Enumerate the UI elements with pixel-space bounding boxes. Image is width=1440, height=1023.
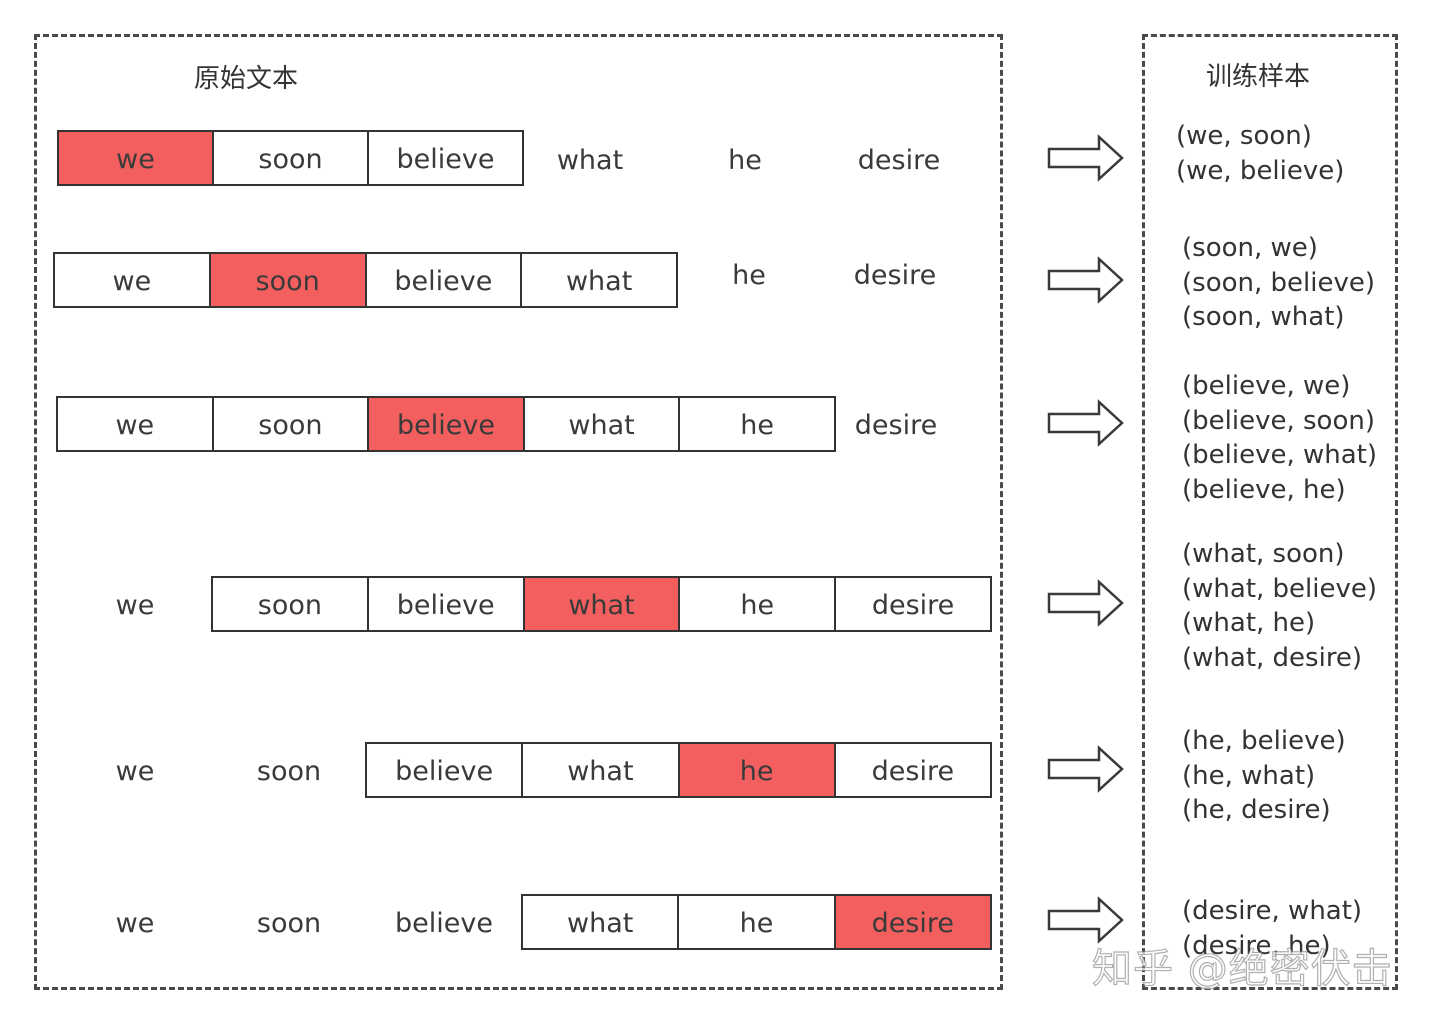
context-word: he [678, 578, 834, 630]
sample-group-row-1: (we, soon) (we, believe) [1176, 119, 1344, 188]
center-word: we [59, 132, 212, 184]
word: soon [256, 756, 322, 787]
context-window-row-3: we soon believe what he [56, 396, 836, 452]
sample-group-row-6: (desire, what) (desire, he) [1182, 894, 1362, 963]
context-word: he [677, 896, 833, 948]
context-word: we [112, 266, 152, 297]
word: he [728, 145, 762, 176]
context-word: what [522, 398, 679, 450]
context-window-row-6: what he desire [521, 894, 992, 950]
context-word: what [521, 744, 677, 796]
context-word: desire [833, 744, 990, 796]
context-word: soon [212, 132, 367, 184]
original-text-panel [34, 34, 1003, 990]
sample-pair: (soon, believe) [1182, 267, 1375, 298]
sample-group-row-2: (soon, we) (soon, believe) (soon, what) [1182, 231, 1375, 335]
context-word: soon [211, 398, 368, 450]
context-word: what [520, 254, 676, 306]
sample-pair: (he, desire) [1182, 795, 1331, 825]
hollow-right-arrow-icon [1047, 745, 1124, 793]
watermark: 知乎 @绝密伏击 [1091, 945, 1393, 992]
sample-pair: (desire, what) [1182, 896, 1363, 926]
word: desire [853, 260, 937, 291]
original-text-title: 原始文本 [194, 64, 299, 94]
hollow-right-arrow-icon [1047, 134, 1124, 182]
sample-pair: (he, believe) [1182, 726, 1346, 756]
sample-pair: (desire, he) [1182, 930, 1331, 961]
sample-pair: (what, believe) [1182, 573, 1378, 604]
word: desire [857, 145, 941, 176]
sample-pair: (believe, we) [1182, 371, 1351, 401]
sample-pair: (believe, soon) [1182, 405, 1375, 436]
context-word: we [115, 410, 155, 441]
center-word: believe [367, 398, 523, 450]
word: desire [854, 410, 938, 441]
word: believe [395, 908, 493, 939]
word: what [556, 145, 624, 176]
sample-pair: (soon, we) [1182, 233, 1318, 263]
sample-pair: (we, soon) [1176, 121, 1312, 151]
center-word: desire [833, 896, 990, 948]
word: soon [256, 908, 322, 939]
word: we [115, 756, 155, 787]
sample-pair: (soon, what) [1182, 302, 1345, 332]
training-samples-panel [1142, 34, 1398, 990]
word: he [732, 260, 766, 291]
sample-pair: (believe, he) [1182, 474, 1346, 505]
sample-pair: (believe, what) [1182, 440, 1378, 470]
center-word: he [677, 744, 834, 796]
context-word: he [678, 398, 834, 450]
context-word: believe [364, 254, 521, 306]
sample-pair: (what, he) [1182, 608, 1316, 638]
context-word: soon [257, 590, 322, 621]
training-samples-title: 训练样本 [1206, 62, 1311, 92]
context-window-row-2: we soon believe what [53, 252, 678, 308]
context-window-row-1: we soon believe [57, 130, 524, 186]
word: we [115, 590, 155, 621]
sample-group-row-5: (he, believe) (he, what) (he, desire) [1182, 724, 1346, 828]
center-word: soon [208, 254, 365, 306]
sample-pair: (we, believe) [1176, 155, 1345, 186]
context-window-row-5: believe what he desire [365, 742, 992, 798]
context-word: what [567, 908, 634, 939]
context-word: believe [367, 132, 522, 184]
hollow-right-arrow-icon [1047, 579, 1124, 627]
sample-pair: (what, desire) [1182, 642, 1363, 673]
sample-group-row-3: (believe, we) (believe, soon) (believe, … [1182, 369, 1377, 507]
hollow-right-arrow-icon [1047, 399, 1124, 447]
context-word: believe [366, 578, 523, 630]
word: we [115, 908, 155, 939]
context-window-row-4: soon believe what he desire [211, 576, 992, 632]
sample-pair: (what, soon) [1182, 539, 1345, 569]
sample-group-row-4: (what, soon) (what, believe) (what, he) … [1182, 537, 1377, 675]
context-word: desire [834, 578, 990, 630]
hollow-right-arrow-icon [1047, 896, 1124, 944]
center-word: what [522, 578, 679, 630]
context-word: believe [395, 756, 494, 787]
hollow-right-arrow-icon [1047, 256, 1124, 304]
sample-pair: (he, what) [1182, 760, 1316, 791]
